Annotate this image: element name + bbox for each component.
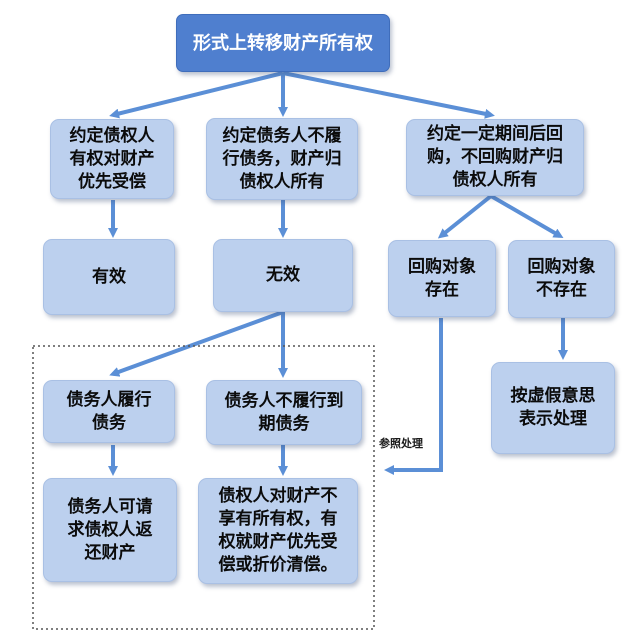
node-property-to-creditor: 约定债务人不履 行债务，财产归 债权人所有 xyxy=(206,118,358,200)
node-valid: 有效 xyxy=(43,239,175,315)
node-debtor-performs: 债务人履行 债务 xyxy=(43,380,175,443)
node-object-missing: 回购对象 不存在 xyxy=(508,240,615,318)
node-debtor-defaults: 债务人不履行到 期债务 xyxy=(206,380,362,445)
arrow-b2-to-d1 xyxy=(109,310,284,377)
node-priority-repayment: 约定债权人 有权对财产 优先受偿 xyxy=(50,119,174,199)
root-node: 形式上转移财产所有权 xyxy=(176,14,390,72)
arrow-root-to-a1 xyxy=(109,71,284,119)
node-debtor-reclaim: 债务人可请 求债权人返 还财产 xyxy=(43,478,177,582)
arrow-a3-to-c1 xyxy=(437,194,493,239)
arrow-c1-refer xyxy=(384,318,443,475)
edge-label-refer: 参照处理 xyxy=(379,437,423,450)
node-false-intent: 按虚假意思 表示处理 xyxy=(491,362,615,454)
node-object-exists: 回购对象 存在 xyxy=(388,240,496,317)
arrow-root-to-a3 xyxy=(282,71,495,119)
node-repurchase-agreement: 约定一定期间后回 购，不回购财产归 债权人所有 xyxy=(406,119,584,196)
arrow-a3-to-c2 xyxy=(489,194,564,239)
node-invalid: 无效 xyxy=(213,239,353,312)
node-creditor-priority: 债权人对财产不 享有所有权，有 权就财产优先受 偿或折价清偿。 xyxy=(198,478,358,584)
dashed-group-border xyxy=(32,345,375,630)
